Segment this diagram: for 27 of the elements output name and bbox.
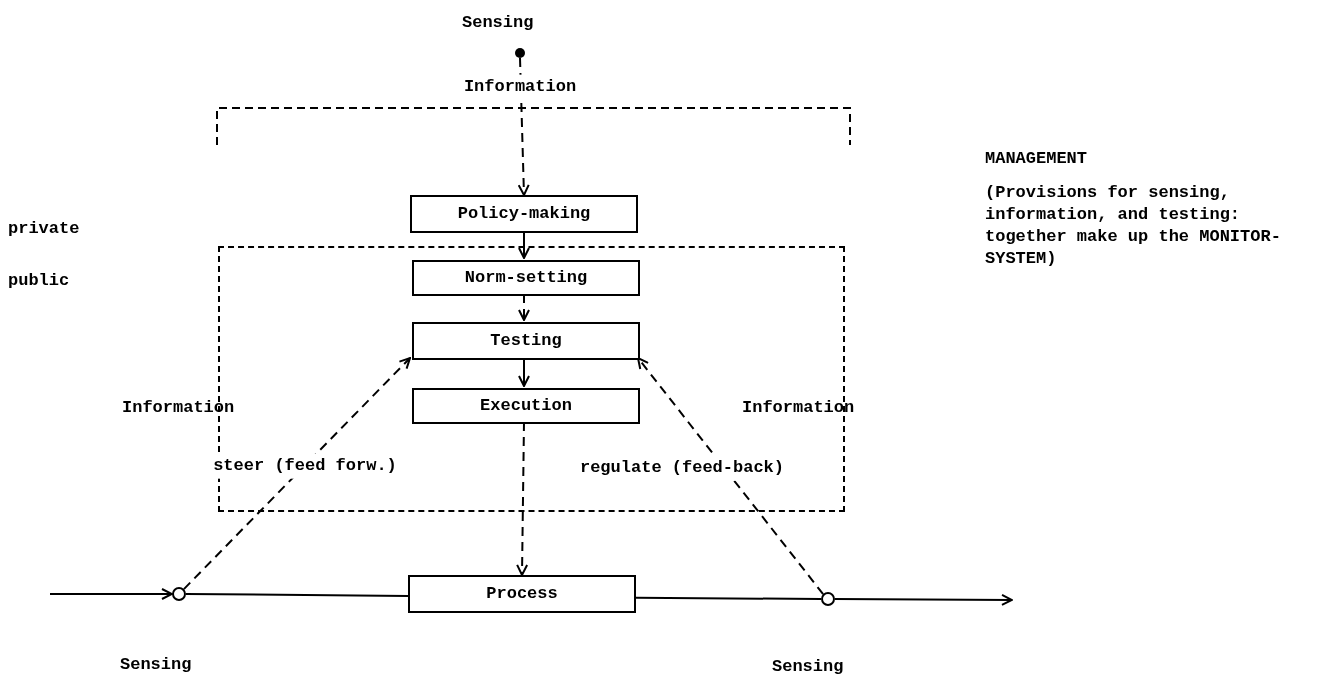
arrow [637, 357, 825, 596]
process-box [408, 575, 636, 613]
node-caption: Sensing [120, 654, 192, 676]
box-label: Process [486, 583, 558, 606]
process-box [412, 260, 640, 296]
connector-line [185, 593, 409, 597]
node-caption: Sensing [462, 12, 534, 34]
arrow [182, 357, 411, 591]
box-label: Policy-making [457, 203, 591, 226]
box-label: Execution [480, 395, 572, 418]
arrow [834, 593, 1013, 606]
note-text: (Provisions for sensing, information, and testing: together make up the MONITOR-SYSTEM) [985, 182, 1282, 271]
arrow [49, 588, 173, 600]
text-label: Information [742, 397, 855, 419]
node-caption: Sensing [772, 656, 844, 678]
text-label: Information [122, 397, 235, 419]
arrow [517, 57, 530, 196]
text-label: public [8, 270, 70, 292]
process-box [412, 322, 640, 360]
arrow [518, 232, 530, 259]
connector-line [635, 596, 822, 600]
box-label: Testing [490, 330, 562, 353]
box-label: Norm-setting [464, 267, 588, 290]
text-label: private [8, 218, 80, 240]
heading-label: MANAGEMENT [985, 148, 1088, 170]
process-box [412, 388, 640, 424]
process-box [410, 195, 638, 233]
